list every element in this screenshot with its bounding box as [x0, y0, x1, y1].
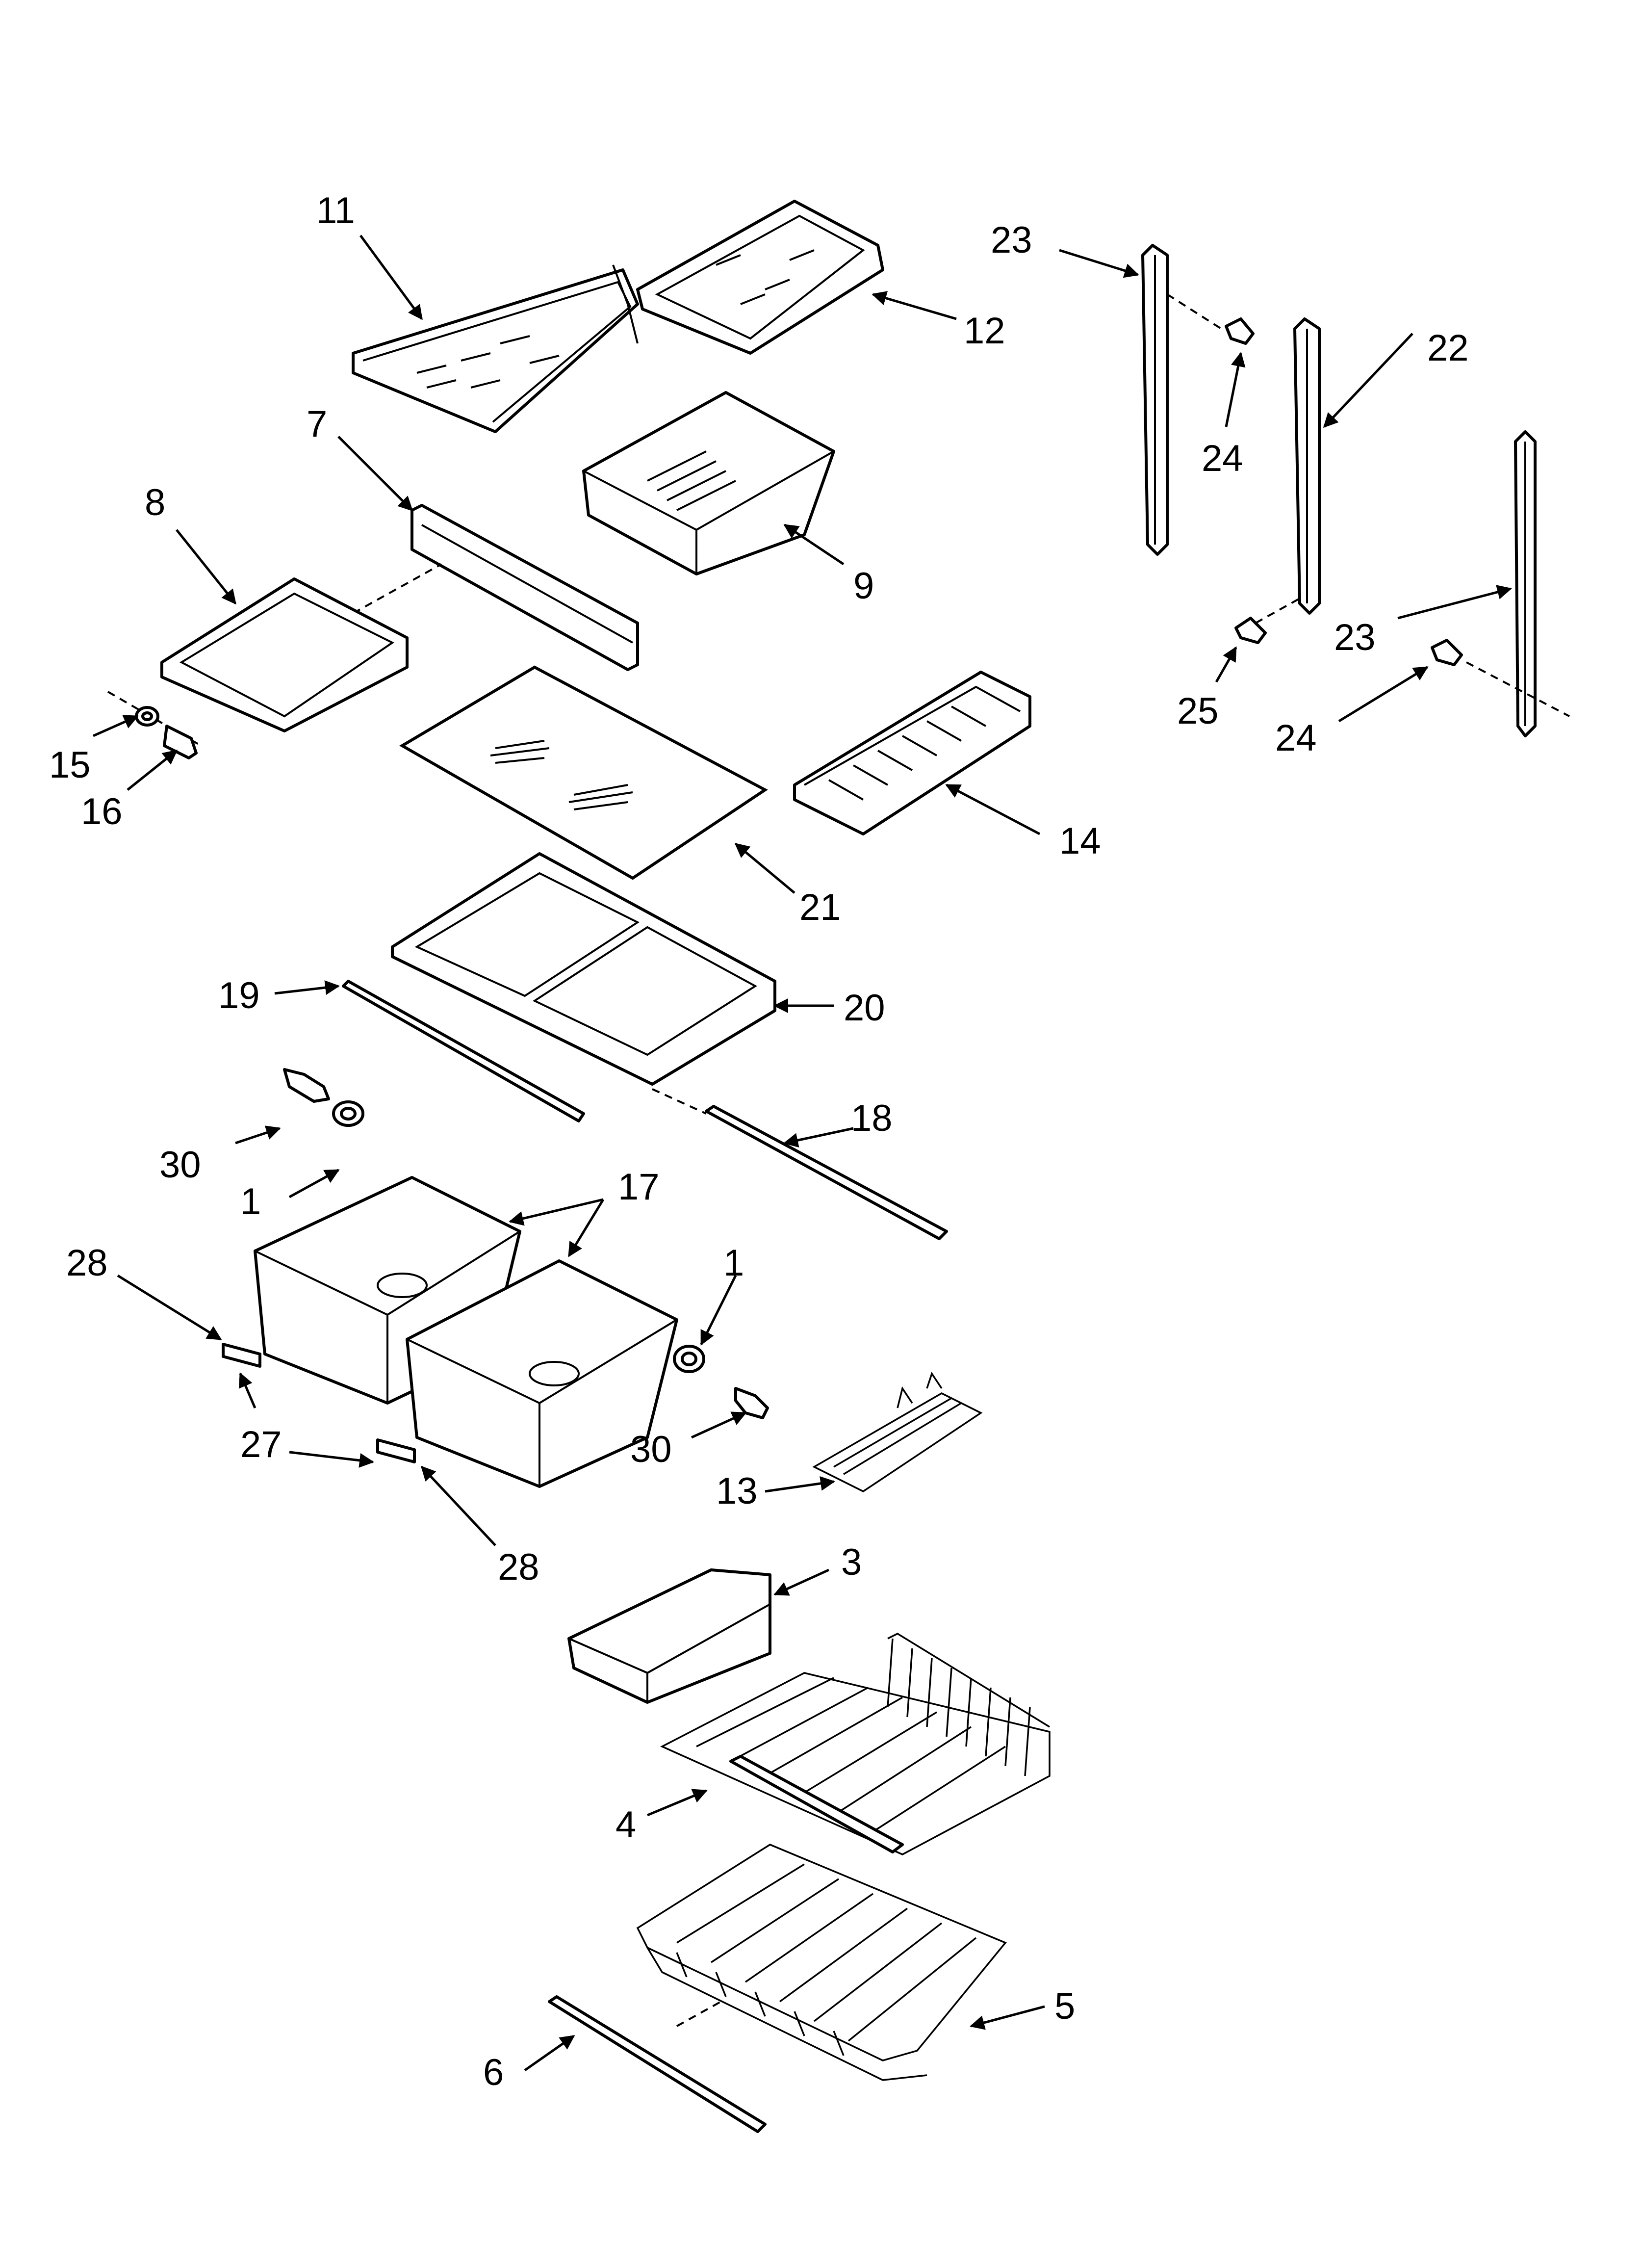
crisper-drawer-part-17-right	[406, 1259, 678, 1488]
screw-parts-15-16	[107, 691, 202, 759]
clip-parts-27-28	[222, 1343, 416, 1463]
callout-13: 13	[716, 1470, 758, 1512]
callout-6: 6	[483, 2052, 504, 2093]
callout-1: 1	[240, 1181, 261, 1223]
callout-1b: 1	[723, 1242, 744, 1284]
callout-19: 19	[218, 975, 260, 1017]
shelf-part-12	[636, 200, 884, 355]
shelf-part-8	[160, 577, 409, 732]
wire-rack-part-13	[812, 1372, 983, 1493]
callout-7: 7	[307, 403, 327, 445]
wire-basket-part-5	[636, 1844, 1007, 2081]
callout-15: 15	[49, 744, 91, 786]
screw-part-25	[1234, 617, 1267, 644]
leader-lines	[92, 235, 1512, 2072]
callout-4: 4	[616, 1804, 636, 1846]
callout-5: 5	[1054, 1985, 1075, 2027]
crisper-cover-part-20	[391, 852, 776, 1086]
callout-16: 16	[81, 791, 123, 833]
rod-part-18	[652, 1088, 948, 1240]
rail-part-7	[353, 504, 639, 671]
callout-8: 8	[145, 482, 165, 523]
callout-24: 24	[1202, 438, 1243, 479]
callout-24b: 24	[1275, 717, 1317, 759]
callout-28: 28	[66, 1242, 108, 1284]
hardware-parts-30-1-left	[283, 1068, 364, 1127]
screw-part-24-upper	[1225, 317, 1255, 345]
callout-11: 11	[316, 190, 355, 232]
callout-18: 18	[851, 1097, 893, 1139]
callout-21: 21	[799, 886, 841, 928]
hardware-parts-1-30-right	[673, 1345, 769, 1419]
callout-9: 9	[853, 565, 874, 607]
glass-panel-part-21	[399, 665, 768, 880]
wire-shelf-part-4	[660, 1633, 1051, 1855]
door-bin-part-3	[567, 1568, 771, 1704]
screw-part-24-lower	[1431, 639, 1463, 666]
rail-part-23-upper	[1141, 244, 1222, 556]
rod-part-6	[548, 1995, 767, 2133]
ice-tray-part-14	[793, 671, 1031, 835]
callout-23b: 23	[1334, 617, 1376, 658]
callout-30: 30	[159, 1144, 201, 1186]
callout-25: 25	[1177, 690, 1219, 732]
drawer-part-9	[582, 391, 835, 575]
callout-20: 20	[844, 987, 885, 1029]
callout-12: 12	[964, 310, 1005, 352]
callout-28b: 28	[498, 1546, 539, 1588]
callout-labels: 11 12 7 9 8 15 16 21 14 19 20 30 1 18 17…	[49, 190, 1469, 2093]
callout-23: 23	[991, 219, 1032, 261]
callout-3: 3	[841, 1541, 862, 1583]
rail-part-22	[1255, 317, 1321, 624]
rail-part-23-lower	[1466, 430, 1570, 737]
callout-14: 14	[1059, 820, 1101, 862]
rod-part-19	[342, 980, 585, 1122]
callout-30b: 30	[630, 1429, 672, 1470]
callout-27: 27	[240, 1424, 282, 1465]
shelf-part-11	[352, 264, 639, 433]
callout-22: 22	[1427, 327, 1469, 369]
callout-17: 17	[618, 1166, 660, 1208]
